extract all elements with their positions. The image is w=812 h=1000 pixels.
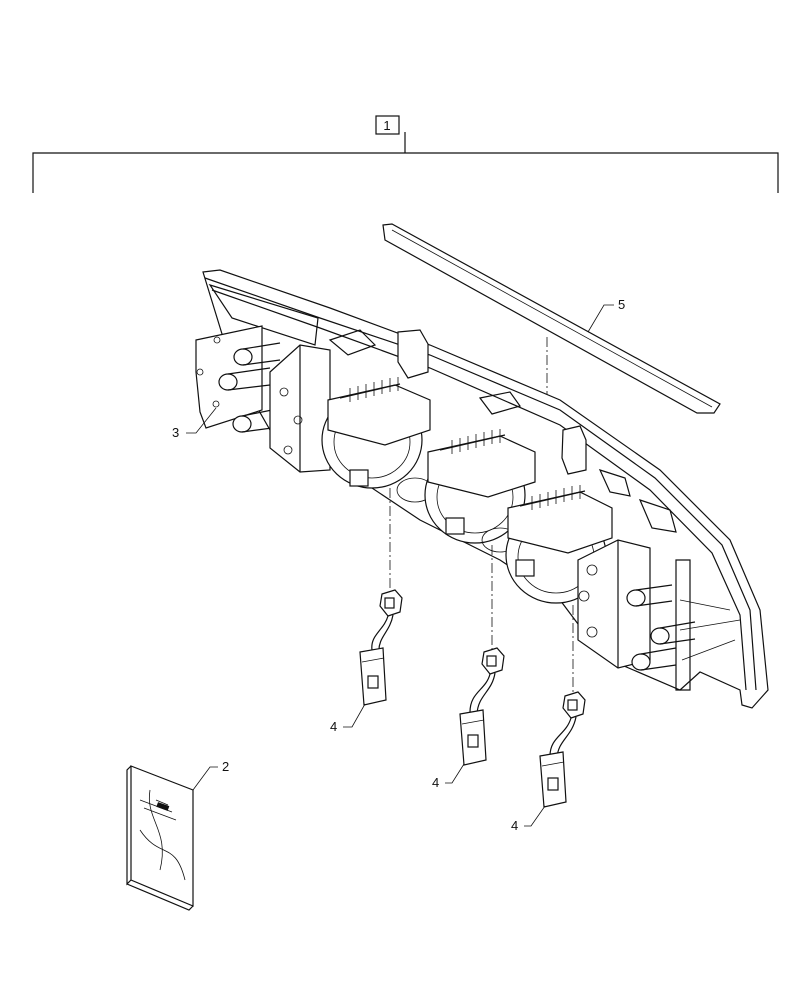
wire-harness-c [539, 691, 586, 808]
light-module-center [424, 429, 536, 553]
callout-3: 3 [172, 425, 179, 440]
assembly-bracket: 1 [32, 115, 779, 193]
callout-5: 5 [618, 297, 625, 312]
callout-1: 1 [383, 118, 390, 133]
callout-4b: 4 [432, 775, 439, 790]
light-module-left [321, 377, 434, 503]
wire-harness-b [459, 647, 505, 766]
wire-harness-a [359, 589, 403, 706]
callout-4c: 4 [511, 818, 518, 833]
leader-4a: 4 [330, 703, 366, 734]
leader-4c: 4 [511, 805, 546, 833]
trim-strip [382, 223, 721, 414]
leader-2: 2 [192, 759, 229, 791]
leader-3: 3 [172, 407, 217, 440]
mounting-bracket [195, 325, 331, 473]
leader-4b: 4 [432, 763, 465, 790]
leader-5: 5 [587, 297, 625, 333]
callout-2: 2 [222, 759, 229, 774]
callout-4a: 4 [330, 719, 337, 734]
right-bracket-block [577, 539, 741, 691]
operator-manual [126, 765, 194, 911]
